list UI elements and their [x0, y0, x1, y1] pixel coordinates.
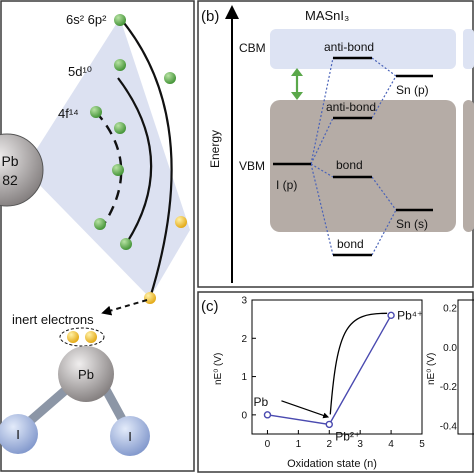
- plot-c-series-line: [267, 314, 392, 426]
- green-electron: [114, 59, 126, 71]
- plot-c-frame: [251, 299, 423, 435]
- label-antibond-mid: anti-bond: [326, 100, 376, 114]
- left-panel-frame: [0, 0, 195, 472]
- green-electron: [164, 72, 176, 84]
- molecule-pb-label: Pb: [78, 367, 94, 382]
- cbm-band: [270, 29, 456, 69]
- plot-c-x-tick-label: 1: [296, 439, 302, 450]
- plot-right-partial-ticks: 0.2 0.0 -0.2 -0.4: [440, 304, 458, 433]
- green-electron: [120, 238, 132, 250]
- plot-c-x-tick-label: 2: [326, 439, 332, 450]
- label-sn-p: Sn (p): [396, 83, 429, 97]
- molecule-pb-atom: [58, 346, 114, 402]
- plot-c-y-tick-label: 0: [241, 410, 247, 421]
- plot-c-ylabel: nE⁰ (V): [213, 353, 224, 385]
- plot-c-xlabel: Oxidation state (n): [287, 458, 377, 470]
- label-antibond-top: anti-bond: [324, 40, 374, 54]
- orbital-label-6s6p: 6s² 6p²: [66, 12, 107, 27]
- plot-c-x-tick-label: 5: [419, 439, 425, 450]
- lone-pair-electron: [67, 331, 79, 343]
- dotted-connector: [310, 163, 334, 178]
- panel-c-tag: (c): [201, 298, 219, 315]
- panel-c: (c) 0 1 2 3 4 5 3 2 1 0 nE⁰ (V) Oxidation state (…: [197, 291, 474, 473]
- panel-c-frame: [197, 291, 474, 473]
- green-electron: [90, 106, 102, 118]
- orbital-label-5d: 5d¹⁰: [68, 64, 92, 79]
- pb-atom: [0, 133, 44, 207]
- plot-right-y-tick-label: 0.2: [443, 304, 457, 315]
- energy-axis-label: Energy: [208, 130, 222, 168]
- panel-b: (b) MASnI₃ Energy CBM VBM anti-bond anti…: [197, 0, 474, 288]
- green-electron: [114, 14, 126, 26]
- plot-c-label-pb4: Pb⁴⁺: [397, 308, 423, 322]
- dotted-connector: [310, 117, 334, 165]
- cbm-label: CBM: [239, 41, 266, 55]
- plot-c-label-pb2: Pb²⁺: [335, 429, 360, 443]
- pb-atom-symbol: Pb: [1, 153, 18, 169]
- yellow-electron: [144, 292, 156, 304]
- green-electron: [112, 164, 124, 176]
- orbital-fan-wedge: [24, 18, 190, 298]
- plot-c-y-tick-label: 1: [241, 372, 247, 383]
- vbm-label: VBM: [239, 159, 265, 173]
- dotted-connector: [371, 176, 397, 211]
- inert-arrow: [101, 299, 148, 316]
- orbital-arc-6s6p: [119, 17, 173, 299]
- gap-arrow-head-up: [291, 68, 303, 76]
- plot-c-x-tick-label: 0: [265, 439, 271, 450]
- panel-b-title: MASnI₃: [305, 8, 349, 23]
- plot-right-y-tick-label: -0.2: [440, 382, 458, 393]
- plot-right-y-tick-label: 0.0: [443, 343, 457, 354]
- lone-pair-electron: [85, 331, 97, 343]
- plot-c-x-tick-label: 4: [388, 439, 394, 450]
- plot-c-point-pb2: [325, 420, 333, 429]
- plot-c-label-pb: Pb: [253, 395, 268, 409]
- cbm-band-partial: [463, 29, 474, 69]
- plot-c-point-pb4: [387, 311, 395, 320]
- green-electron: [94, 218, 106, 230]
- label-i-p: I (p): [276, 178, 297, 192]
- plot-right-partial-frame: [457, 299, 474, 435]
- iodine-atom-left: [0, 414, 38, 454]
- iodine-label-left: I: [16, 427, 20, 442]
- label-bond-mid: bond: [336, 158, 363, 172]
- gap-arrow-head-down: [291, 92, 303, 100]
- dotted-connector: [371, 57, 397, 77]
- yellow-electron: [175, 216, 187, 228]
- orbital-arc-5d: [117, 77, 153, 245]
- vbm-band: [270, 100, 456, 232]
- iodine-label-right: I: [128, 429, 132, 444]
- plot-c-x-tick-label: 3: [357, 439, 363, 450]
- left-panel: 6s² 6p² 5d¹⁰ 4f¹⁴ Pb 82 inert electrons …: [0, 0, 195, 472]
- vbm-band-partial: [463, 100, 474, 232]
- plot-c-y-tick-label: 3: [241, 296, 247, 307]
- label-sn-s: Sn (s): [396, 217, 428, 231]
- inert-electrons-label: inert electrons: [12, 312, 94, 327]
- dotted-connector: [371, 75, 397, 119]
- pb-atom-number: 82: [2, 172, 18, 188]
- plot-c-point-pb: [263, 411, 272, 419]
- panel-b-tag: (b): [201, 8, 219, 25]
- plot-right-ylabel: nE⁰ (V): [426, 353, 437, 385]
- green-electron: [114, 122, 126, 134]
- orbital-label-4f: 4f¹⁴: [58, 106, 79, 121]
- plot-c-schematic-curve: [329, 312, 388, 415]
- iodine-atom-right: [110, 416, 150, 456]
- plot-c-y-tick-label: 2: [241, 334, 247, 345]
- label-bond-bottom: bond: [337, 237, 364, 251]
- plot-right-y-tick-label: -0.4: [440, 422, 458, 433]
- plot-c-pointer-arrow: [281, 400, 330, 419]
- dotted-connector: [371, 209, 397, 256]
- lone-pair-outline: [59, 327, 105, 347]
- plot-c-ticks: 0 1 2 3 4 5 3 2 1 0: [241, 296, 425, 451]
